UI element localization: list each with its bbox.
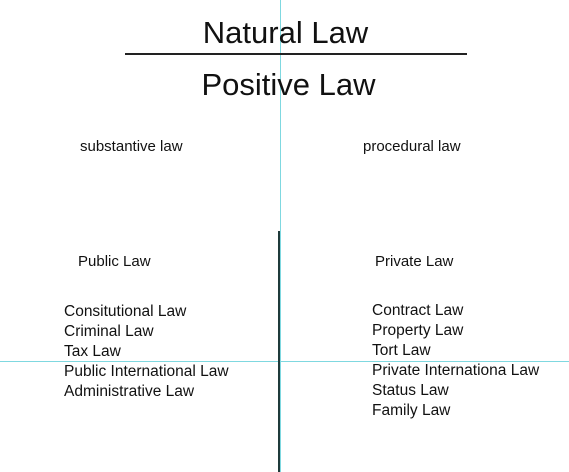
public-law-heading: Public Law — [78, 253, 151, 270]
list-item: Consitutional Law — [64, 303, 187, 320]
vertical-guide-line — [280, 0, 281, 472]
procedural-law-label: procedural law — [363, 138, 461, 155]
list-item: Tax Law — [64, 343, 121, 360]
list-item: Property Law — [372, 322, 464, 339]
private-law-list: Contract Law Property Law Tort Law Priva… — [372, 301, 539, 421]
list-item: Administrative Law — [64, 383, 195, 400]
list-item: Contract Law — [372, 302, 464, 319]
substantive-law-label: substantive law — [80, 138, 183, 155]
horizontal-guide-line — [0, 361, 569, 362]
list-item: Status Law — [372, 382, 449, 399]
list-item: Public International Law — [64, 363, 229, 380]
list-item: Family Law — [372, 402, 451, 419]
public-private-divider — [278, 231, 280, 472]
list-item: Tort Law — [372, 342, 431, 359]
public-law-list: Consitutional Law Criminal Law Tax Law P… — [64, 302, 229, 402]
natural-law-title: Natural Law — [202, 15, 369, 50]
positive-law-title: Positive Law — [201, 67, 376, 102]
fraction-rule — [125, 53, 467, 55]
list-item: Criminal Law — [64, 323, 154, 340]
list-item: Private Internationa Law — [372, 362, 540, 379]
private-law-heading: Private Law — [375, 253, 454, 270]
